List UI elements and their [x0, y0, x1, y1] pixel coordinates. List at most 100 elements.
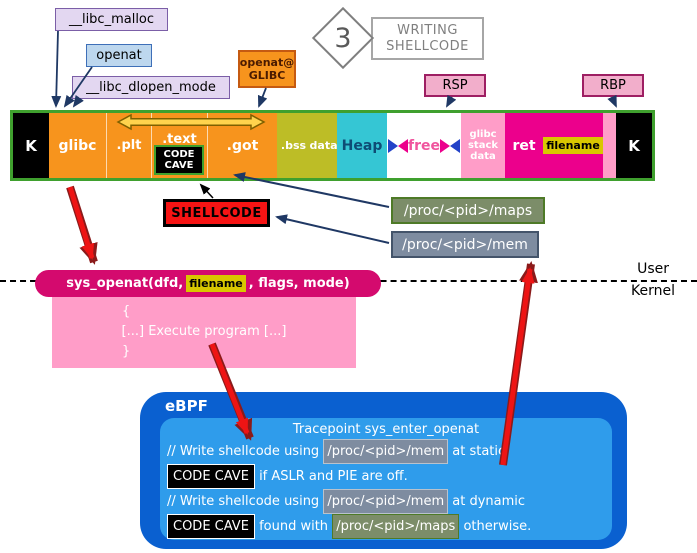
free-arrow-left-pink-icon [398, 138, 408, 153]
step-label-line2: SHELLCODE [386, 38, 469, 54]
ebpf-line4-code-cave-chip: CODE CAVE [167, 514, 255, 539]
segment-kernel-right: K [616, 113, 652, 178]
ebpf-line-3: // Write shellcode using /proc/<pid>/mem… [167, 489, 605, 514]
arrow-malloc-to-glibc [51, 30, 62, 108]
segment-glibc: glibc [49, 113, 106, 178]
memory-layout-bar: K glibc .plt .text CODE CAVE .got .bss d… [10, 110, 655, 181]
ebpf-line4-text-b: otherwise. [463, 519, 532, 534]
ebpf-line4-proc-maps-chip: /proc/<pid>/maps [332, 514, 460, 539]
glibc-stack-line3: data [470, 151, 496, 162]
segment-glibc-label: glibc [58, 137, 97, 154]
segment-text-label: .text [162, 132, 197, 147]
segment-bss: .bss [277, 113, 310, 178]
ebpf-line4-text-a: found with [259, 519, 329, 534]
free-arrow-right-blue-icon [388, 138, 398, 153]
ebpf-line-4: CODE CAVE found with /proc/<pid>/maps ot… [167, 514, 605, 539]
execute-body: [...] Execute program [...] [121, 324, 287, 339]
segment-filename: filename [543, 113, 603, 178]
glibc-stack-line1: glibc [469, 129, 497, 140]
segment-ret-label: ret [512, 137, 536, 154]
arrow-rbp-to-ret [607, 94, 617, 108]
callout-libc-malloc-label: __libc_malloc [68, 12, 155, 27]
arrow-shellcode-to-codecave [199, 183, 214, 199]
code-cave-line2: CAVE [164, 160, 194, 171]
ebpf-line-2: CODE CAVE if ASLR and PIE are off. [167, 464, 605, 489]
execute-close-brace: } [122, 344, 131, 359]
ebpf-line1-proc-mem-chip: /proc/<pid>/mem [323, 439, 449, 464]
sys-openat-pill: sys_openat(dfd, filename , flags, mode) [35, 270, 381, 297]
callout-openat-label: openat [96, 48, 142, 63]
shellcode-box: SHELLCODE [163, 199, 270, 227]
syscall-filename-chip: filename [186, 275, 246, 292]
arrow-rsp-to-stack [446, 94, 457, 108]
arrow-dlopen-to-glibc [72, 94, 84, 108]
segment-free-label: free [408, 137, 440, 154]
segment-plt: .plt [106, 113, 151, 178]
segment-glibc-stack-data: glibc stack data [461, 113, 505, 178]
rbp-text: RBP [600, 78, 626, 93]
segment-kernel-left: K [13, 113, 49, 178]
step-diamond: 3 [311, 6, 375, 70]
execute-program-box: { [...] Execute program [...] } [52, 297, 356, 368]
arrow-glibc-to-sysopenat-outline [66, 185, 98, 265]
ebpf-line3-proc-mem-chip: /proc/<pid>/mem [323, 489, 449, 514]
segment-bss-label: .bss [280, 139, 307, 152]
callout-libc-dlopen-mode: __libc_dlopen_mode [72, 76, 230, 99]
segment-got-label: .got [226, 137, 259, 154]
tracepoint-title: Tracepoint sys_enter_openat [292, 422, 480, 437]
ebpf-line1-text-a: // Write shellcode using [167, 444, 320, 459]
segment-data: data [309, 113, 338, 178]
kernel-label: Kernel [631, 283, 675, 299]
free-arrow-right-pink-icon [440, 138, 450, 153]
callout-openat-glibc-line2: GLIBC [248, 69, 286, 82]
segment-got: .got [207, 113, 277, 178]
segment-plt-label: .plt [116, 138, 142, 153]
code-cave-line1: CODE [163, 149, 195, 160]
callout-openat-glibc-line1: openat@ [239, 56, 295, 69]
filename-chip: filename [543, 137, 603, 154]
segment-kernel-left-label: K [25, 136, 37, 155]
syscall-prefix: sys_openat(dfd, [66, 276, 184, 291]
free-arrow-left-blue-icon [450, 138, 460, 153]
ebpf-line3-text-a: // Write shellcode using [167, 494, 320, 509]
syscall-suffix: , flags, mode) [248, 276, 350, 291]
register-label-rbp: RBP [582, 74, 644, 97]
arrow-openat-glibc-to-got [257, 87, 268, 108]
user-label: User [637, 261, 669, 277]
segment-pink-strip [603, 113, 616, 178]
step-number: 3 [334, 22, 352, 54]
callout-openat-glibc: openat@ GLIBC [238, 50, 296, 88]
execute-open-brace: { [122, 304, 131, 319]
proc-mem-label: /proc/<pid>/mem [402, 236, 528, 253]
ebpf-line1-text-b: at static [452, 444, 506, 459]
proc-maps-box: /proc/<pid>/maps [391, 197, 545, 224]
code-cave-box: CODE CAVE [154, 145, 204, 175]
ebpf-line3-text-b: at dynamic [452, 494, 526, 509]
segment-ret: ret [505, 113, 543, 178]
callout-libc-dlopen-mode-label: __libc_dlopen_mode [86, 80, 216, 95]
shellcode-label: SHELLCODE [171, 205, 262, 221]
segment-data-label: data [309, 139, 338, 152]
arrow-glibc-to-sysopenat [67, 186, 95, 260]
callout-openat: openat [86, 44, 152, 67]
step-label-line1: WRITING [397, 22, 458, 38]
segment-free: free [387, 113, 461, 178]
step-label-box: WRITING SHELLCODE [371, 17, 484, 60]
ebpf-title: eBPF [165, 397, 208, 415]
ebpf-line2-text: if ASLR and PIE are off. [259, 469, 408, 484]
ebpf-line-1: // Write shellcode using /proc/<pid>/mem… [167, 439, 605, 464]
ebpf-line2-code-cave-chip: CODE CAVE [167, 464, 255, 489]
ebpf-tracepoint-box: Tracepoint sys_enter_openat // Write she… [160, 418, 612, 540]
arrow-mem-to-shellcode [275, 214, 390, 244]
segment-heap: Heap [337, 113, 387, 178]
segment-kernel-right-label: K [628, 136, 640, 155]
segment-heap-label: Heap [341, 137, 383, 154]
proc-mem-box: /proc/<pid>/mem [391, 231, 539, 258]
glibc-stack-line2: stack [467, 140, 499, 151]
ebpf-container: eBPF Tracepoint sys_enter_openat // Writ… [140, 392, 627, 549]
register-label-rsp: RSP [424, 74, 486, 97]
rsp-text: RSP [442, 78, 468, 93]
proc-maps-label: /proc/<pid>/maps [403, 202, 533, 219]
callout-libc-malloc: __libc_malloc [55, 8, 168, 31]
